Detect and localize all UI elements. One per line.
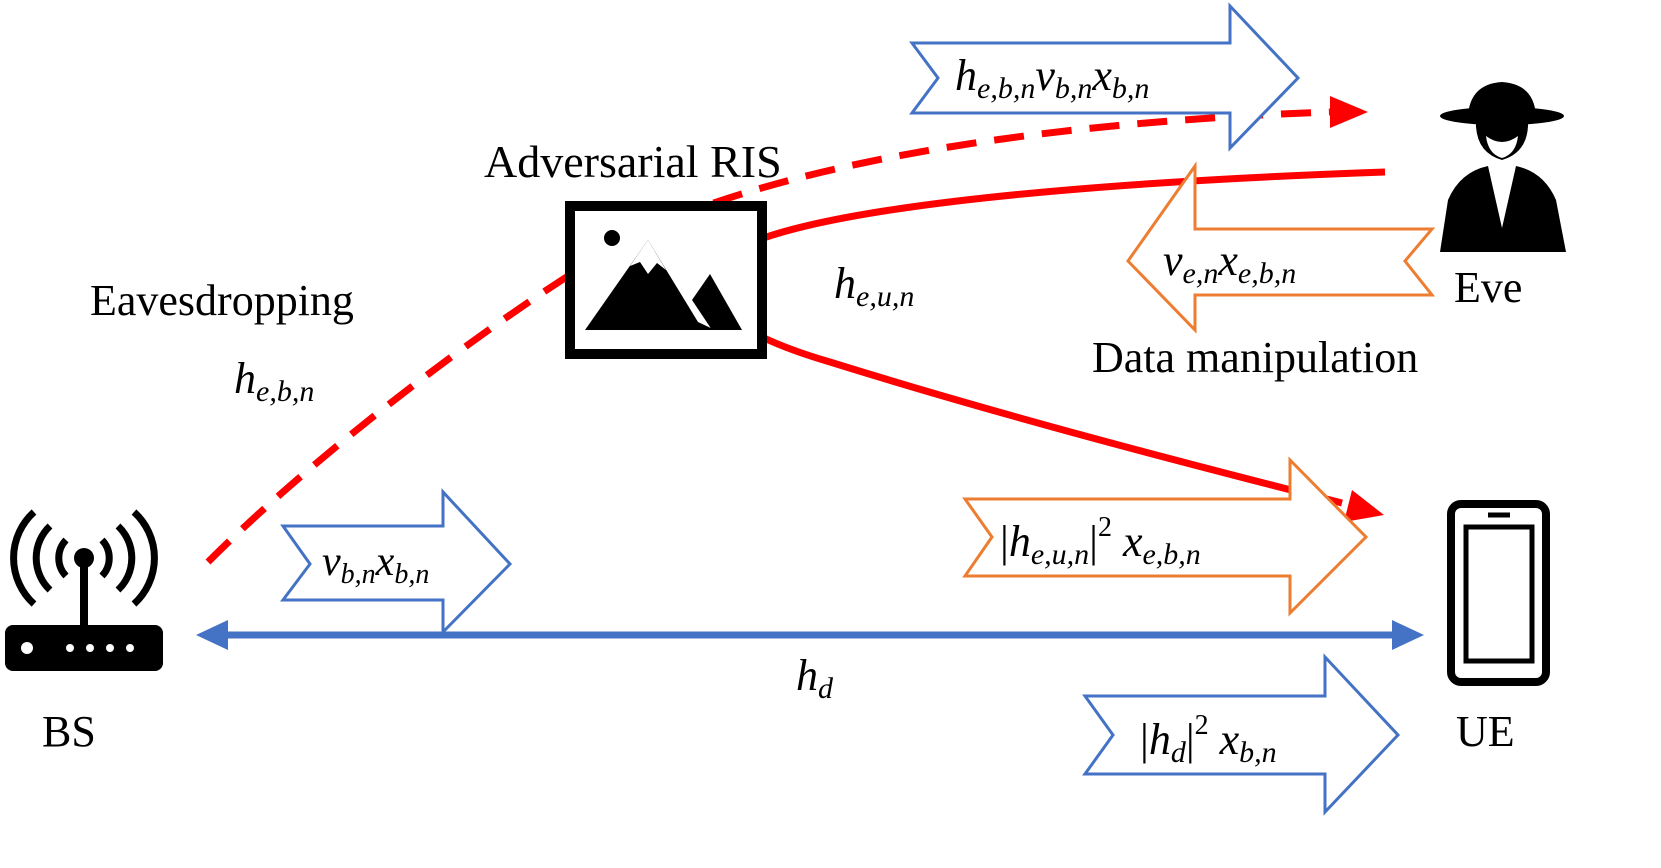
channel-label-h-ebn: he,b,n: [234, 354, 314, 408]
signal-arrow-ue-direct: |hd|2 xb,n: [1082, 653, 1401, 816]
spy-icon: [1440, 82, 1566, 252]
channel-label-h-eun: he,u,n: [834, 259, 914, 313]
node-label-eve: Eve: [1454, 263, 1522, 312]
smartphone-icon: [1447, 500, 1550, 686]
direct-link: [196, 620, 1424, 650]
node-label-ris: Adversarial RIS: [484, 136, 782, 187]
signal-bs-transmit-label: vb,nxb,n: [322, 539, 429, 590]
signal-arrow-eve-received: he,b,nvb,nxb,n: [909, 2, 1301, 152]
signal-arrow-ue-manipulated: |he,u,n|2 xe,b,n: [962, 456, 1369, 617]
annotation-eavesdropping: Eavesdropping: [90, 276, 354, 325]
image-icon: [565, 201, 767, 359]
signal-eve-received-label: he,b,nvb,nxb,n: [955, 51, 1149, 105]
node-label-bs: BS: [42, 707, 96, 756]
channel-label-h-d: hd: [796, 651, 834, 705]
signal-arrow-eve-transmit: ve,nxe,b,n: [1126, 161, 1436, 334]
node-label-ue: UE: [1456, 707, 1515, 756]
router-icon: [5, 509, 163, 671]
signal-arrow-bs-transmit: vb,nxb,n: [280, 488, 513, 636]
annotation-data-manipulation: Data manipulation: [1092, 333, 1418, 382]
